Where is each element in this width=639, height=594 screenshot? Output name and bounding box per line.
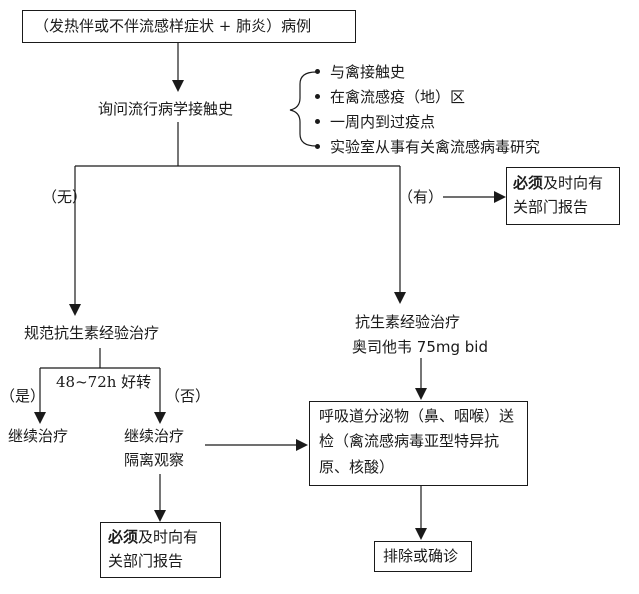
specimen-line1: 呼吸道分泌物（鼻、咽喉）送 xyxy=(319,407,515,425)
arrowhead xyxy=(394,292,406,304)
branch-no-label: （无） xyxy=(42,188,88,206)
arrowhead xyxy=(172,80,184,92)
arrowhead xyxy=(494,191,506,203)
antibiotic-treatment-text: 抗生素经验治疗 xyxy=(355,313,461,331)
final-result-box xyxy=(374,541,472,572)
arrowhead xyxy=(34,412,46,424)
bullet-icon xyxy=(315,119,320,124)
report-top-line1: 必须及时向有 xyxy=(513,174,604,192)
report-bottom-box xyxy=(100,522,221,578)
final-result-text: 排除或确诊 xyxy=(383,547,459,565)
specimen-line2: 检（禽流感病毒亚型特异抗 xyxy=(319,432,500,450)
report-top-box xyxy=(506,167,620,225)
yes-label: （是） xyxy=(0,387,46,405)
continue-isolate-line1: 继续治疗 xyxy=(124,427,185,445)
bullet-icon xyxy=(315,94,320,99)
start-case-box xyxy=(22,10,356,43)
no-label: （否） xyxy=(165,387,211,405)
brace xyxy=(289,71,317,147)
contact-history-item: 一周内到过疫点 xyxy=(315,111,435,133)
arrowhead xyxy=(154,510,166,522)
specimen-test-box xyxy=(309,401,528,486)
contact-history-item: 实验室从事有关禽流感病毒研究 xyxy=(315,136,540,158)
report-bottom-line1: 必须及时向有 xyxy=(108,528,199,546)
bullet-icon xyxy=(315,144,320,149)
contact-history-item: 在禽流感疫（地）区 xyxy=(315,86,465,108)
report-top-line2: 关部门报告 xyxy=(513,198,589,216)
arrowhead xyxy=(415,388,427,400)
specimen-line3: 原、核酸） xyxy=(319,458,395,476)
standard-treatment-text: 规范抗生素经验治疗 xyxy=(24,324,160,342)
report-bottom-line2: 关部门报告 xyxy=(108,552,184,570)
bullet-icon xyxy=(315,69,320,74)
continue-isolate-line2: 隔离观察 xyxy=(124,451,185,469)
arrowhead xyxy=(415,528,427,540)
arrowhead xyxy=(296,439,308,451)
oseltamivir-text: 奥司他韦 75mg bid xyxy=(352,338,488,356)
branch-yes-label: （有） xyxy=(398,188,444,206)
continue-treatment-text: 继续治疗 xyxy=(8,427,69,445)
start-case-text: （发热伴或不伴流感样症状 + 肺炎）病例 xyxy=(34,17,312,35)
arrowhead xyxy=(69,304,81,316)
improve-label: 48~72h 好转 xyxy=(56,373,152,391)
arrowhead xyxy=(154,412,166,424)
inquiry-text: 询问流行病学接触史 xyxy=(98,100,234,118)
contact-history-item: 与禽接触史 xyxy=(315,61,405,83)
